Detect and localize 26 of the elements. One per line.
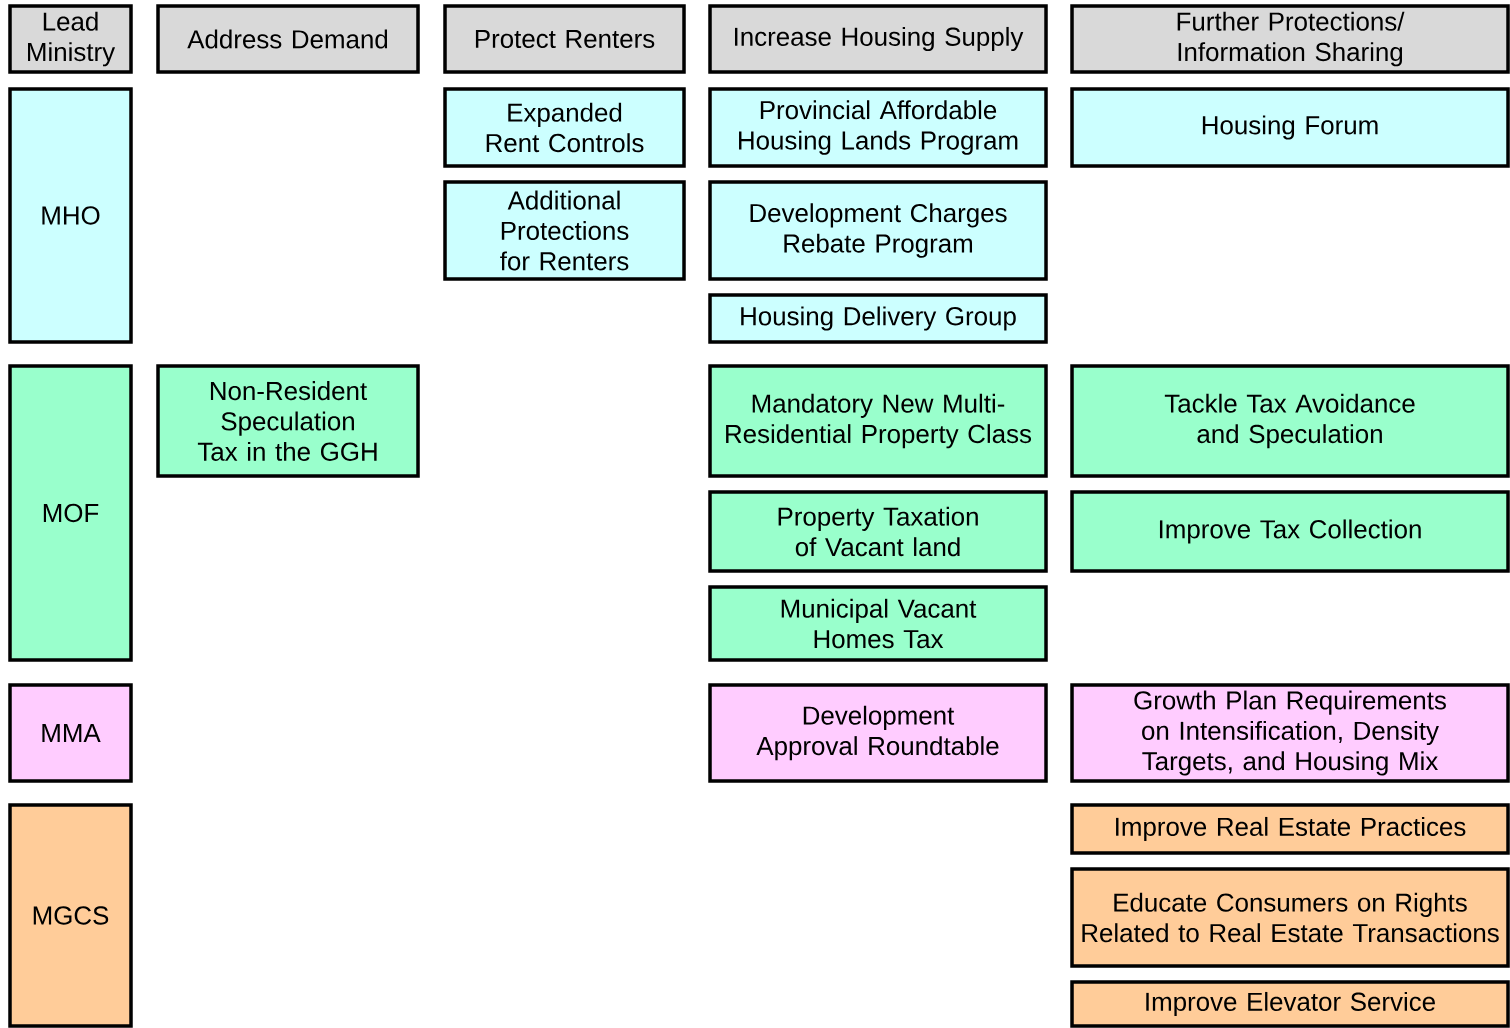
initiative-box: Municipal Vacant Homes Tax: [708, 585, 1048, 662]
initiative-box: Growth Plan Requirements on Intensification, Density Targets, and Housing Mix: [1070, 683, 1510, 783]
ministry-box: MOF: [8, 364, 133, 662]
initiative-box: Development Charges Rebate Program: [708, 180, 1048, 281]
ministry-box: MMA: [8, 683, 133, 783]
initiative-box: Improve Tax Collection: [1070, 490, 1510, 573]
header-cell: Further Protections/ Information Sharing: [1070, 4, 1510, 74]
initiative-box: Housing Forum: [1070, 87, 1510, 168]
initiative-box: Additional Protections for Renters: [443, 180, 686, 281]
initiative-box: Housing Delivery Group: [708, 293, 1048, 344]
header-cell: Address Demand: [156, 4, 420, 74]
initiative-box: Non-Resident Speculation Tax in the GGH: [156, 364, 420, 478]
initiative-box: Expanded Rent Controls: [443, 87, 686, 168]
initiative-box: Improve Elevator Service: [1070, 980, 1510, 1028]
initiative-box: Tackle Tax Avoidance and Speculation: [1070, 364, 1510, 478]
initiative-box: Mandatory New Multi-Residential Property Class: [708, 364, 1048, 478]
initiative-box: Provincial Affordable Housing Lands Program: [708, 87, 1048, 168]
ministry-box: MHO: [8, 87, 133, 344]
initiative-box: Development Approval Roundtable: [708, 683, 1048, 783]
header-cell: Increase Housing Supply: [708, 4, 1048, 74]
initiative-box: Property Taxation of Vacant land: [708, 490, 1048, 573]
header-cell: Protect Renters: [443, 4, 686, 74]
ministry-box: MGCS: [8, 803, 133, 1028]
initiative-box: Educate Consumers on Rights Related to Real Estate Transactions: [1070, 867, 1510, 968]
initiative-box: Improve Real Estate Practices: [1070, 803, 1510, 855]
header-cell: Lead Ministry: [8, 4, 133, 74]
